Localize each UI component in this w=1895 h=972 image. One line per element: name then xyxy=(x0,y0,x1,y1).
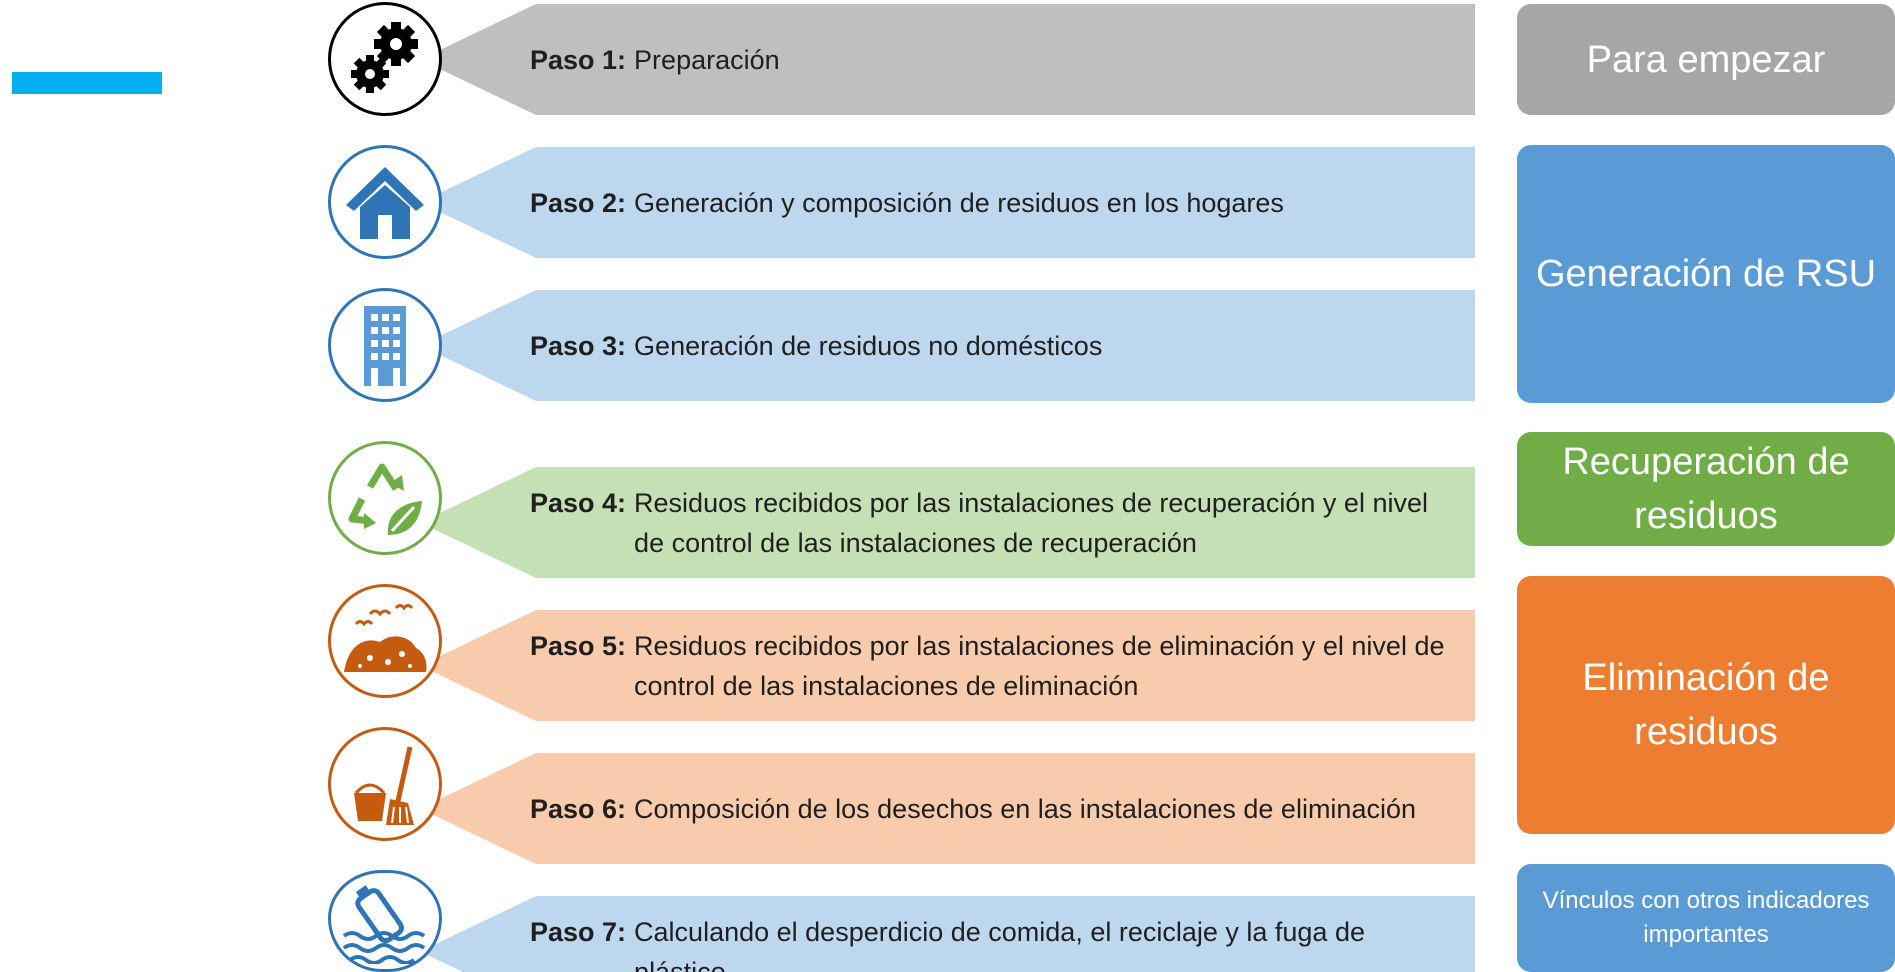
step-row-6: Paso 6: Composición de los desechos en l… xyxy=(0,753,1475,864)
category-label-3: Recuperación de residuos xyxy=(1562,441,1850,537)
step-text-6: Paso 6: Composición de los desechos en l… xyxy=(530,753,1450,864)
step-desc-3: Generación de residuos no domésticos xyxy=(634,330,1103,361)
step-row-4: Paso 4: Residuos recibidos por las insta… xyxy=(0,467,1475,578)
step-arrow-1 xyxy=(420,4,1475,115)
category-label-2: Generación de RSU xyxy=(1535,253,1877,295)
step-arrow-3 xyxy=(420,290,1475,401)
category-label-1: Para empezar xyxy=(1586,38,1826,81)
accent-bar xyxy=(12,72,162,94)
step-row-5: Paso 5: Residuos recibidos por las insta… xyxy=(0,610,1475,721)
category-recuperacion: Recuperación de residuos xyxy=(1517,432,1895,546)
category-vinculos: Vínculos con otros indicadores important… xyxy=(1517,864,1895,972)
landfill-icon xyxy=(328,584,442,698)
plastic-water-icon xyxy=(328,870,442,972)
category-generacion-rsu: Generación de RSU xyxy=(1517,145,1895,403)
step-text-7: Paso 7: Calculando el desperdicio de com… xyxy=(530,896,1450,972)
step-label-4: Paso 4: xyxy=(530,487,627,518)
step-desc-4: Residuos recibidos por las instalaciones… xyxy=(634,487,1428,558)
building-icon xyxy=(328,288,442,402)
step-text-2: Paso 2: Generación y composición de resi… xyxy=(530,147,1450,258)
step-text-5: Paso 5: Residuos recibidos por las insta… xyxy=(530,610,1450,721)
step-arrow-4 xyxy=(420,467,1475,578)
category-para-empezar: Para empezar xyxy=(1517,4,1895,115)
step-row-1: Paso 1: Preparación xyxy=(0,4,1475,115)
step-arrow-2 xyxy=(420,147,1475,258)
recycle-leaf-icon xyxy=(328,441,442,555)
step-label-2: Paso 2: xyxy=(530,187,627,218)
step-arrow-5 xyxy=(420,610,1475,721)
category-eliminacion: Eliminación de residuos xyxy=(1517,576,1895,834)
category-label-4: Eliminación de residuos xyxy=(1582,657,1830,753)
step-label-1: Paso 1: xyxy=(530,44,627,75)
house-icon xyxy=(328,145,442,259)
step-label-7: Paso 7: xyxy=(530,916,627,947)
step-desc-2: Generación y composición de residuos en … xyxy=(634,187,1284,218)
step-desc-1: Preparación xyxy=(634,44,780,75)
step-label-3: Paso 3: xyxy=(530,330,627,361)
step-label-5: Paso 5: xyxy=(530,630,627,661)
step-row-2: Paso 2: Generación y composición de resi… xyxy=(0,147,1475,258)
bucket-broom-icon xyxy=(328,727,442,841)
gears-icon xyxy=(328,2,442,116)
step-arrow-6 xyxy=(420,753,1475,864)
step-text-4: Paso 4: Residuos recibidos por las insta… xyxy=(530,467,1450,578)
step-arrow-7 xyxy=(420,896,1475,972)
step-desc-6: Composición de los desechos en las insta… xyxy=(634,793,1416,824)
step-label-6: Paso 6: xyxy=(530,793,627,824)
step-desc-7: Calculando el desperdicio de comida, el … xyxy=(634,916,1365,972)
step-row-7: Paso 7: Calculando el desperdicio de com… xyxy=(0,896,1475,972)
category-label-5: Vínculos con otros indicadores important… xyxy=(1542,887,1870,948)
step-text-3: Paso 3: Generación de residuos no domést… xyxy=(530,290,1450,401)
step-row-3: Paso 3: Generación de residuos no domést… xyxy=(0,290,1475,401)
step-text-1: Paso 1: Preparación xyxy=(530,4,1450,115)
step-desc-5: Residuos recibidos por las instalaciones… xyxy=(634,630,1445,701)
